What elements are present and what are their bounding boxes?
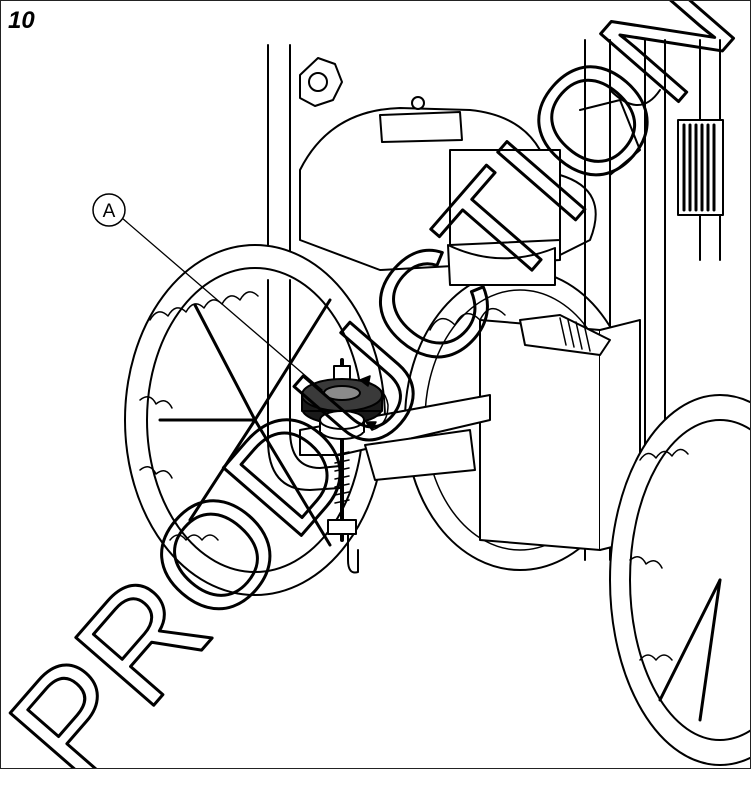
- figure-number: 10: [8, 7, 35, 34]
- front-left-wheel: [124, 244, 386, 596]
- pump-block: [479, 314, 641, 551]
- callout-leader-line: [121, 217, 323, 391]
- rotation-arrow: [359, 375, 389, 431]
- illustration: PRODUCTION A: [1, 1, 750, 768]
- grille: [677, 119, 724, 216]
- handle-knob-top: [299, 57, 343, 107]
- stand-arm: [299, 394, 491, 481]
- leg-tube: [267, 279, 341, 491]
- adjustment-knob: [301, 378, 383, 440]
- front-right-wheel: [609, 394, 750, 766]
- callout-a: A: [92, 193, 126, 227]
- motor-housing: [299, 96, 641, 286]
- callout-a-letter: A: [103, 201, 116, 222]
